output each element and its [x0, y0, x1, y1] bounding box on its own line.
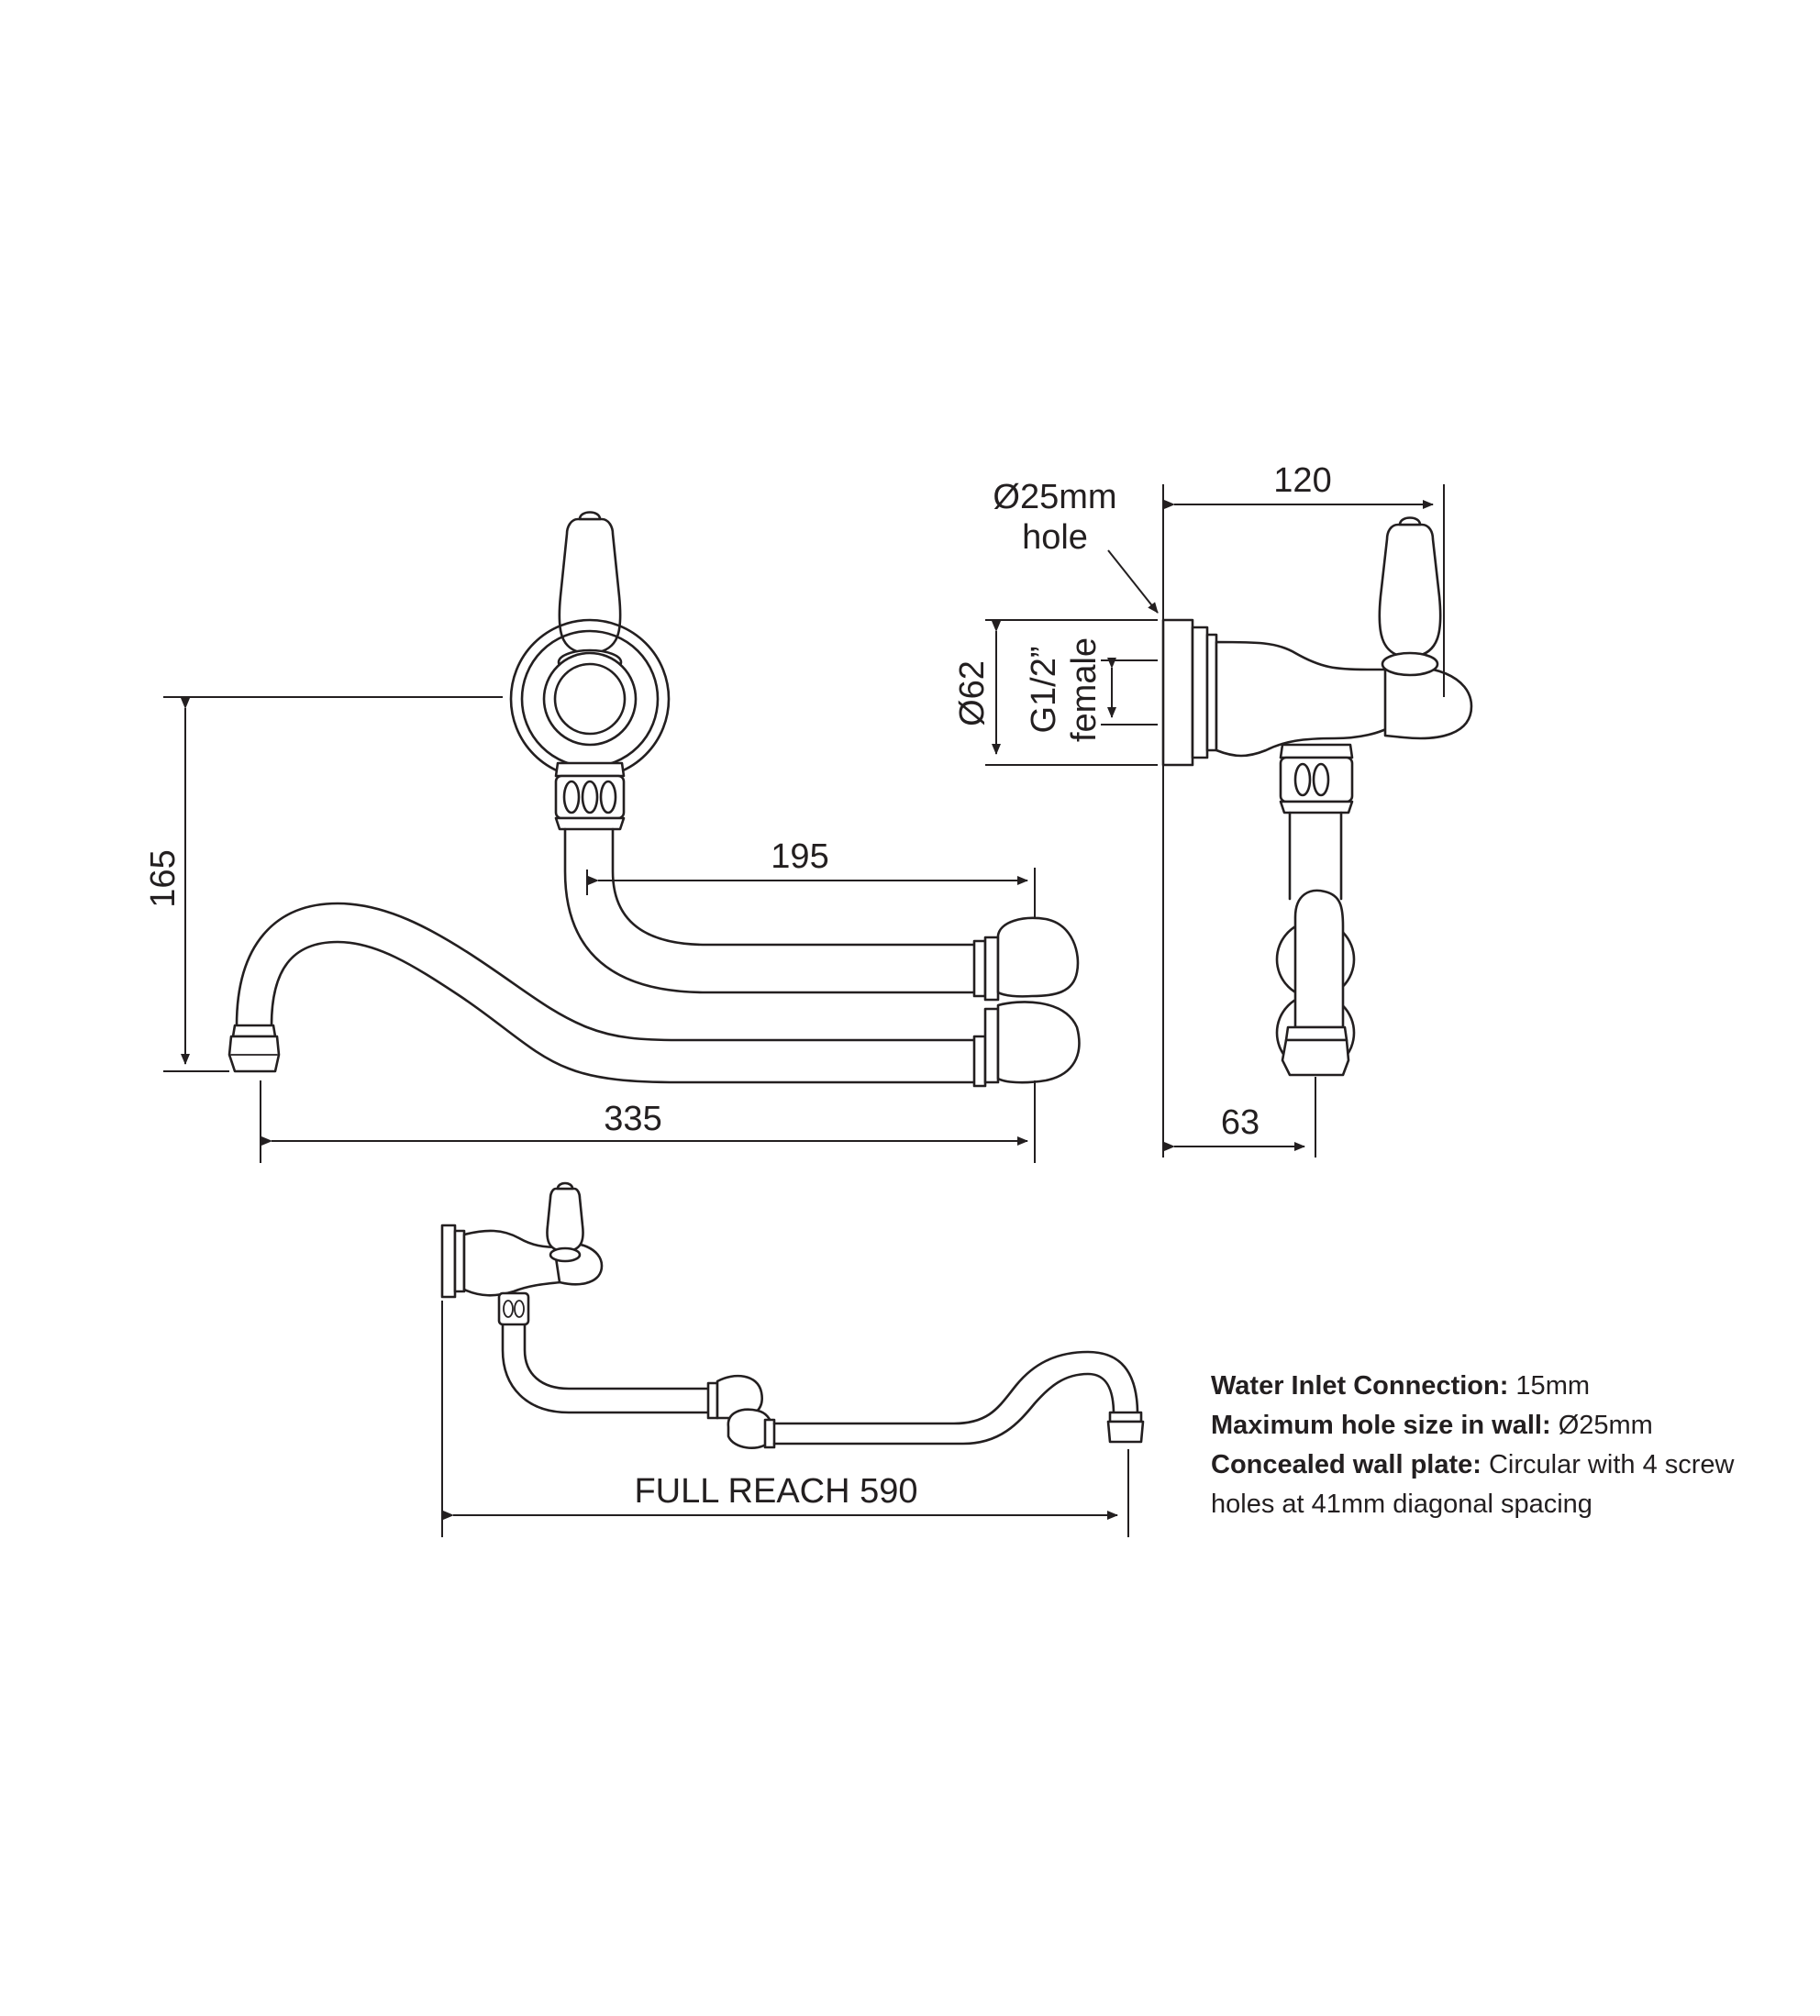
spec-value: 15mm	[1508, 1371, 1591, 1401]
hole-label-line1: Ø25mm	[993, 478, 1116, 516]
spec-row: Maximum hole size in wall: Ø25mm	[1211, 1406, 1780, 1446]
plan-lever	[546, 1181, 584, 1263]
dim-335-label: 335	[604, 1100, 661, 1138]
lower-knuckle	[972, 1001, 1081, 1088]
spec-row: Water Inlet Connection: 15mm	[1211, 1367, 1780, 1406]
thread-label-line1: G1/2”	[1025, 646, 1063, 733]
plan-view: FULL REACH 590	[440, 1181, 1145, 1537]
spec-value: Circular with 4 screw holes at 41mm diag…	[1211, 1450, 1735, 1519]
upper-knuckle	[972, 916, 1080, 1002]
plan-collar	[497, 1291, 530, 1326]
side-knuckles	[1275, 889, 1356, 1077]
side-lever	[1378, 516, 1442, 677]
spec-label: Maximum hole size in wall:	[1211, 1411, 1551, 1440]
spec-row: Concealed wall plate: Circular with 4 sc…	[1211, 1446, 1780, 1524]
spec-label: Water Inlet Connection:	[1211, 1371, 1509, 1401]
lower-spout-outer	[235, 902, 981, 1042]
dim-165-label: 165	[144, 849, 183, 907]
spec-value: Ø25mm	[1550, 1411, 1653, 1440]
thread-label-line2: female	[1065, 637, 1104, 742]
full-reach-label: FULL REACH 590	[634, 1472, 917, 1511]
plan-spout-outer	[772, 1350, 1139, 1425]
plan-spout-inner	[772, 1372, 1115, 1446]
swivel-collar	[554, 761, 626, 831]
spec-label: Concealed wall plate:	[1211, 1450, 1482, 1479]
lower-spout-inner	[270, 940, 981, 1084]
dimension-120: 120	[1164, 461, 1445, 697]
dimension-plate-diameter: Ø62	[953, 619, 1158, 766]
plan-spout-outlet	[1106, 1411, 1145, 1444]
dimension-195: 195	[586, 837, 1036, 919]
dimension-165: 165	[144, 696, 503, 1072]
dim-63-label: 63	[1221, 1103, 1260, 1142]
upper-arm	[563, 827, 981, 994]
side-knob	[1383, 665, 1473, 740]
dimension-63: 63	[1164, 1077, 1316, 1158]
dimension-thread: G1/2” female	[1025, 637, 1158, 742]
specifications: Water Inlet Connection: 15mm Maximum hol…	[1211, 1367, 1780, 1524]
plan-arm-inner	[523, 1323, 712, 1390]
front-view: 165 195 335	[144, 511, 1081, 1163]
side-body	[1161, 618, 1396, 767]
dim-120-label: 120	[1273, 461, 1331, 500]
side-collar	[1279, 743, 1354, 814]
dimension-full-reach: FULL REACH 590	[441, 1301, 1129, 1537]
hole-label-line2: hole	[1022, 518, 1088, 557]
hole-callout: Ø25mm hole	[993, 478, 1159, 614]
dim-195-label: 195	[771, 837, 828, 876]
side-view: 120 63 Ø62 G1/2” female Ø25mm hole	[953, 461, 1473, 1158]
plan-arm-outer	[501, 1323, 712, 1414]
plan-wall-plate	[440, 1224, 563, 1299]
dimension-335: 335	[260, 1080, 1036, 1163]
plate-diameter-label: Ø62	[953, 660, 992, 726]
spout-outlet	[228, 1024, 281, 1073]
lever-handle	[557, 511, 623, 676]
plan-spout-knuckle	[727, 1408, 776, 1449]
